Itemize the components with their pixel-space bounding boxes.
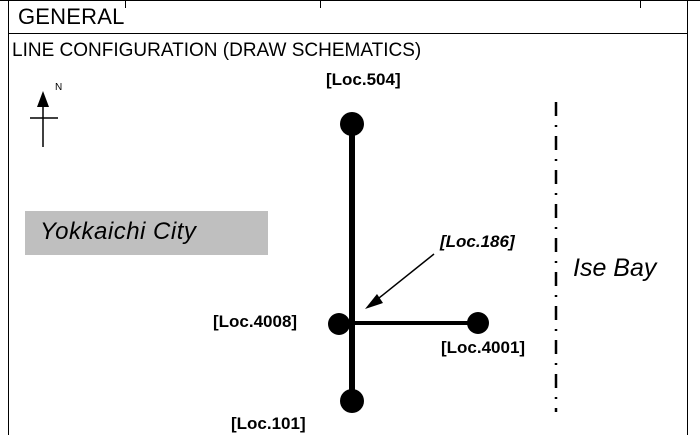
bay-label: Ise Bay xyxy=(573,254,657,282)
header-divider-tick xyxy=(125,0,126,8)
diagram-subtitle: LINE CONFIGURATION (DRAW SCHEMATICS) xyxy=(12,40,422,61)
compass-label: N xyxy=(55,82,62,93)
north-arrow-icon: N xyxy=(30,82,62,147)
node-loc-4001 xyxy=(467,312,489,334)
city-label: Yokkaichi City xyxy=(40,218,197,245)
loc-label-101: [Loc.101] xyxy=(231,414,306,433)
header-divider-tick xyxy=(320,0,321,8)
node-loc-4008 xyxy=(328,313,350,335)
city-area-box xyxy=(25,211,268,255)
loc-label-4001: [Loc.4001] xyxy=(441,338,526,357)
node-loc-504 xyxy=(340,112,364,136)
header-separator xyxy=(8,33,688,34)
loc-label-186: [Loc.186] xyxy=(440,232,515,251)
pointer-arrow xyxy=(365,253,435,309)
section-title: GENERAL xyxy=(18,4,125,29)
frame-top-border xyxy=(0,0,700,1)
loc-label-4008: [Loc.4008] xyxy=(213,312,298,331)
frame-right-border xyxy=(687,0,688,435)
loc-label-504: [Loc.504] xyxy=(326,70,401,89)
node-loc-101 xyxy=(340,389,364,413)
frame-left-border xyxy=(8,0,9,435)
header-divider-tick xyxy=(640,0,641,8)
